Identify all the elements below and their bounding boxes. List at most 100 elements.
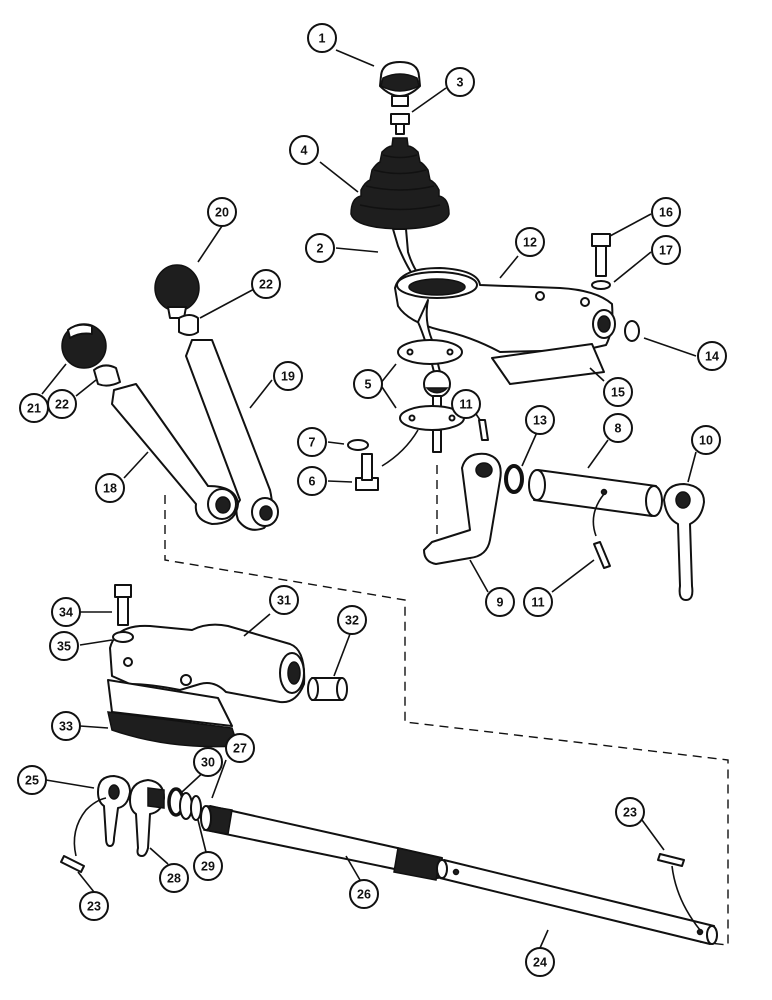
cross-rod-part [436,859,718,945]
upper-plate-part [397,339,463,365]
callout-number: 20 [215,206,229,220]
callout-28: 28 [159,863,189,893]
callout-circle [349,879,379,909]
callout-32: 32 [337,605,367,635]
callout-1: 1 [307,23,337,53]
callout-circle [307,23,337,53]
callout-circle [523,587,553,617]
callout-number: 16 [659,206,673,220]
callout-circle [451,389,481,419]
callout-circle [603,413,633,443]
callout-circle [445,67,475,97]
callout-number: 3 [457,76,464,90]
callout-number: 4 [301,144,308,158]
callout-8: 8 [603,413,633,443]
callout-number: 10 [699,434,713,448]
callout-7: 7 [297,427,327,457]
callout-number: 26 [357,888,371,902]
callout-number: 28 [167,872,181,886]
callout-number: 19 [281,370,295,384]
callout-circle [193,747,223,777]
left-pin-guide [73,797,107,857]
callout-number: 22 [55,398,69,412]
bushing-part [307,677,348,701]
crank-arm-bore [475,462,493,478]
callout-number: 11 [531,596,544,610]
callout-circle [337,605,367,635]
splined-shaft-part [200,805,443,881]
callout-35: 35 [49,631,79,661]
callout-circle [269,585,299,615]
callout-number: 2 [317,242,324,256]
callout-number: 9 [497,596,504,610]
callout-number: 8 [615,422,622,436]
callout-circle [49,631,79,661]
callout-circle [525,947,555,977]
callout-circle [305,233,335,263]
callout-number: 18 [103,482,117,496]
short-lever-knob-part [61,323,107,369]
callout-circle [95,473,125,503]
roll-pin-part [478,419,489,441]
callout-16: 16 [651,197,681,227]
callout-31: 31 [269,585,299,615]
callout-circle [651,197,681,227]
callout-number: 21 [27,402,41,416]
callout-circle [525,405,555,435]
callout-number: 35 [57,640,71,654]
callout-number: 24 [533,956,547,970]
callout-15: 15 [603,377,633,407]
callout-circle [297,466,327,496]
long-lever-spacer-part [178,314,199,336]
callout-circle [51,711,81,741]
callout-30: 30 [193,747,223,777]
callout-13: 13 [525,405,555,435]
right-pin-part [657,853,685,867]
callout-circle [207,197,237,227]
callout-24: 24 [525,947,555,977]
callout-circle [651,235,681,265]
callout-circle [515,227,545,257]
callout-20: 20 [207,197,237,227]
spacer-washer-part [190,795,202,821]
shift-housing-part [394,267,616,353]
callout-3: 3 [445,67,475,97]
callout-23: 23 [79,891,109,921]
callout-21: 21 [19,393,49,423]
callout-33: 33 [51,711,81,741]
callout-number: 31 [277,594,291,608]
callout-circle [159,863,189,893]
pivot-ball-part [423,370,451,413]
callout-23: 23 [615,797,645,827]
callout-5: 5 [353,369,383,399]
callout-number: 17 [659,244,673,258]
callout-11: 11 [451,389,481,419]
pin-guide-curve [592,493,605,537]
callout-12: 12 [515,227,545,257]
callout-circle [79,891,109,921]
short-lever-part [111,383,239,525]
cover-washer-part [112,631,134,643]
callout-6: 6 [297,466,327,496]
cover-bolt-part [114,584,132,626]
callout-number: 5 [365,378,372,392]
housing-washer-part [591,280,611,290]
bolt-to-plate-curve [381,429,419,467]
callout-number: 27 [233,742,247,756]
callout-4: 4 [289,135,319,165]
callout-circle [47,389,77,419]
lower-roll-pin-part [593,541,611,569]
needle-bearing-part [147,787,165,809]
lower-plate-part [399,405,465,453]
leader-lines [41,49,697,949]
callout-10: 10 [691,425,721,455]
callout-circle [17,765,47,795]
plate-bolt-part [355,453,379,491]
callout-34: 34 [51,597,81,627]
callout-circle [289,135,319,165]
callout-number: 23 [623,806,637,820]
callout-number: 30 [201,756,215,770]
housing-gasket-part [491,343,605,385]
left-pin-part [60,855,85,873]
